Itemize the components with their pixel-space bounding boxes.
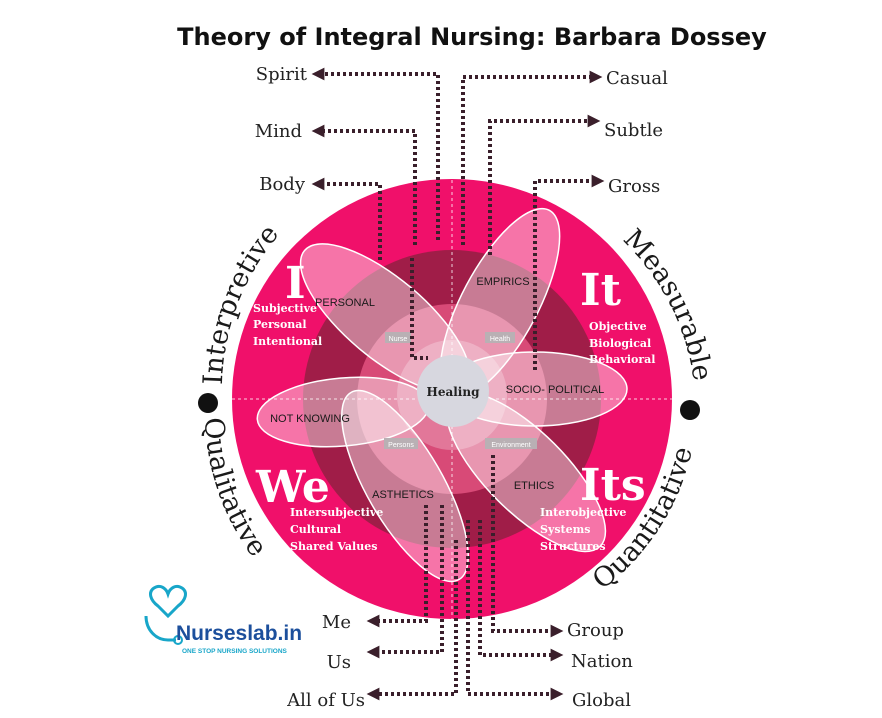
petal-label-personal: PERSONAL	[315, 297, 375, 309]
right-dot	[680, 400, 700, 420]
connector-nation	[478, 520, 564, 662]
tag-environment-bg	[485, 438, 537, 449]
quadrant-we-line-3: Shared Values	[290, 540, 377, 553]
quadrant-its-line-3: Structures	[540, 540, 606, 553]
label-nation: Nation	[571, 651, 633, 672]
petal-label-not-knowing: NOT KNOWING	[270, 413, 350, 425]
quadrant-its-line-1: Interobjective	[540, 506, 626, 519]
label-mind: Mind	[255, 121, 302, 142]
connector-group	[491, 455, 564, 638]
petal-label-ethics: ETHICS	[514, 480, 554, 492]
quadrant-i-line-1: Subjective	[253, 302, 317, 315]
tag-environment: Environment	[491, 442, 530, 449]
connector-me	[366, 505, 428, 628]
center-circle	[417, 355, 489, 427]
tag-health: Health	[490, 336, 510, 343]
center-label: Healing	[427, 385, 481, 399]
diagram-title: Theory of Integral Nursing: Barbara Doss…	[177, 23, 767, 51]
logo-tagline: ONE STOP NURSING SOLUTIONS	[182, 648, 288, 655]
connectors	[311, 67, 605, 701]
label-me: Me	[322, 612, 351, 633]
quadrant-we-letter: We	[255, 462, 330, 513]
label-us: Us	[327, 652, 351, 673]
petal-label-empirics: EMPIRICS	[476, 276, 529, 288]
connector-body	[311, 177, 382, 260]
connector-global	[466, 520, 564, 701]
label-spirit: Spirit	[256, 64, 308, 85]
stethoscope-icon	[144, 615, 176, 642]
quadrant-we-line-1: Intersubjective	[290, 506, 383, 519]
connector-mind	[311, 124, 417, 245]
tag-health-bg	[485, 332, 515, 343]
tag-nurse: Nurse	[389, 336, 408, 343]
connector-casual	[461, 70, 603, 245]
quadrant-it-line-3: Behavioral	[589, 353, 655, 366]
connector-spirit	[311, 67, 440, 240]
connector-body-inner	[410, 258, 428, 360]
quadrant-it-line-1: Objective	[589, 320, 647, 333]
tag-nurse-bg	[385, 332, 411, 343]
petal-label-socio-political: SOCIO- POLITICAL	[506, 384, 604, 396]
quadrant-i-line-3: Intentional	[253, 335, 322, 348]
quadrant-its-letter: Its	[580, 460, 646, 511]
quadrant-it-letter: It	[580, 265, 622, 316]
label-subtle: Subtle	[604, 120, 663, 141]
label-gross: Gross	[608, 176, 660, 197]
quadrant-it-line-2: Biological	[589, 337, 651, 350]
quadrant-we-line-2: Cultural	[290, 523, 341, 536]
connector-subtle	[488, 114, 601, 255]
quadrant-i-line-2: Personal	[253, 318, 307, 331]
quadrant-i-letter: I	[285, 258, 306, 309]
petal-label-asthetics: ASTHETICS	[372, 489, 434, 501]
quadrant-its-line-2: Systems	[540, 523, 590, 536]
label-all-of-us: All of Us	[286, 690, 365, 711]
connector-gross	[533, 174, 605, 370]
label-global: Global	[572, 690, 631, 711]
stethoscope-chest-piece-icon	[173, 635, 183, 645]
connector-us	[366, 505, 444, 659]
petal-asthetics	[341, 389, 469, 583]
nurseslab-logo: Nurseslab.in ONE STOP NURSING SOLUTIONS	[144, 584, 302, 655]
tag-persons: Persons	[388, 442, 414, 449]
left-dot	[198, 393, 218, 413]
label-body: Body	[259, 174, 306, 195]
tag-persons-bg	[384, 438, 418, 449]
label-group: Group	[567, 620, 624, 641]
logo-name: Nurseslab.in	[176, 622, 302, 645]
label-casual: Casual	[606, 68, 668, 89]
heart-icon	[149, 584, 187, 619]
